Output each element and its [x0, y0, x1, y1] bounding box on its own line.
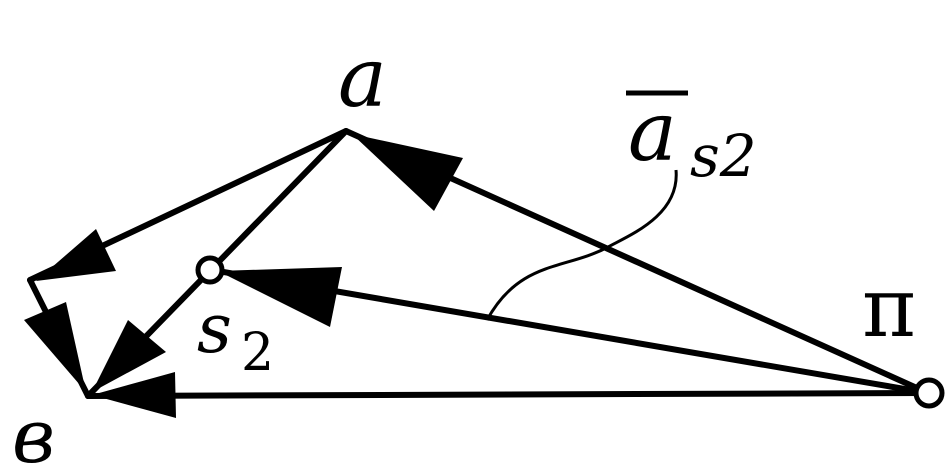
arrowhead-pi-v [92, 372, 176, 418]
label-a: a [338, 31, 387, 126]
segment-pi-v [85, 390, 931, 399]
arrowhead-s2-v [92, 320, 166, 392]
label-accel-sub: s2 [690, 122, 757, 190]
label-v: в [12, 394, 55, 470]
label-leader [485, 169, 678, 321]
label-pi: π [862, 261, 916, 356]
label-s2-sub: 2 [241, 323, 274, 383]
arrowhead-a-corner [36, 229, 116, 281]
label-s2-base: s [197, 290, 232, 369]
label-accel-base: a [628, 85, 677, 180]
arrowhead-pi-a [352, 134, 463, 211]
point-pi [913, 377, 945, 409]
point-s2 [195, 255, 225, 285]
arrowhead-pi-s2 [218, 267, 342, 327]
arrowhead-corner-v [24, 302, 86, 392]
